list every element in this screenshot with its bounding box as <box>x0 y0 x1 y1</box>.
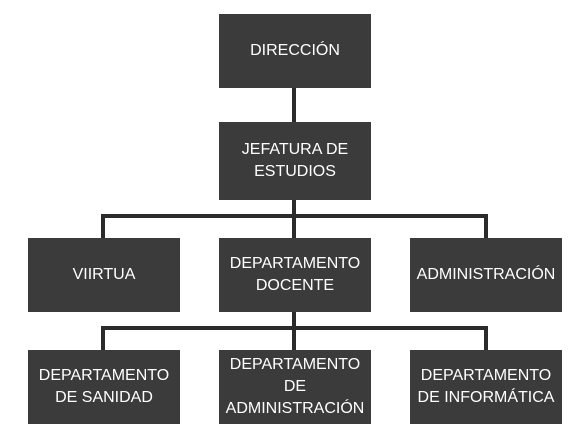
connector-level2-left-drop <box>101 214 105 238</box>
connector-level2-right-drop <box>484 214 488 238</box>
connector-level3-right-drop <box>484 326 488 350</box>
box-departamento-de-informatica: DEPARTAMENTO DE INFORMÁTICA <box>410 350 562 424</box>
connector-level2-center-drop <box>292 214 296 238</box>
box-jefatura-de-estudios: JEFATURA DE ESTUDIOS <box>219 122 371 200</box>
box-departamento-de-administracion: DEPARTAMENTO DE ADMINISTRACIÓN <box>219 350 371 424</box>
connector-jefatura-down <box>292 200 296 216</box>
connector-level3-left-drop <box>101 326 105 350</box>
connector-level3-center-drop <box>292 326 296 350</box>
box-administracion: ADMINISTRACIÓN <box>410 238 562 312</box>
connector-docente-down <box>292 312 296 328</box>
box-departamento-de-sanidad: DEPARTAMENTO DE SANIDAD <box>28 350 180 424</box>
box-direccion: DIRECCIÓN <box>219 14 371 88</box>
box-departamento-docente: DEPARTAMENTO DOCENTE <box>219 238 371 312</box>
connector-direccion-jefatura <box>292 88 296 122</box>
box-viirtua: VIIRTUA <box>28 238 180 312</box>
